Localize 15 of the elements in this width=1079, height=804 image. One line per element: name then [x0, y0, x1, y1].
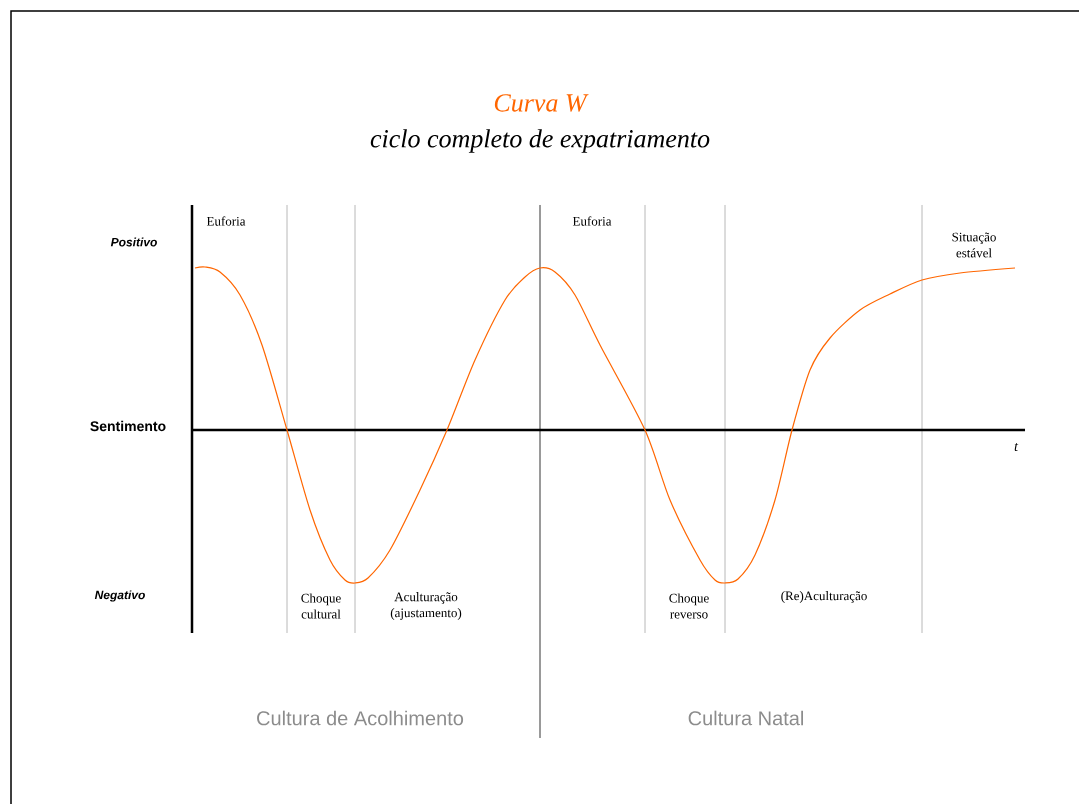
axis-label: Sentimento [90, 420, 166, 432]
phase-label: Choque cultural [301, 593, 341, 619]
phase-label: Aculturação (ajustamento) [390, 592, 462, 620]
phase-label: Situação estável [952, 232, 996, 258]
axis-label: t [1014, 443, 1019, 451]
axis-label: Negativo [94, 590, 145, 602]
culture-label: Cultura Natal [688, 710, 803, 726]
phase-label: (Re)Aculturação [781, 591, 867, 603]
phase-label: Euforia [572, 216, 612, 226]
subtitle: ciclo completo de expatriamento [370, 129, 710, 153]
axis-label: Positivo [110, 237, 157, 247]
title: Curva W [494, 94, 589, 112]
phase-label: Euforia [206, 216, 246, 226]
culture-label: Cultura de Acolhimento [257, 710, 464, 726]
phase-label: Choque reverso [669, 593, 709, 619]
